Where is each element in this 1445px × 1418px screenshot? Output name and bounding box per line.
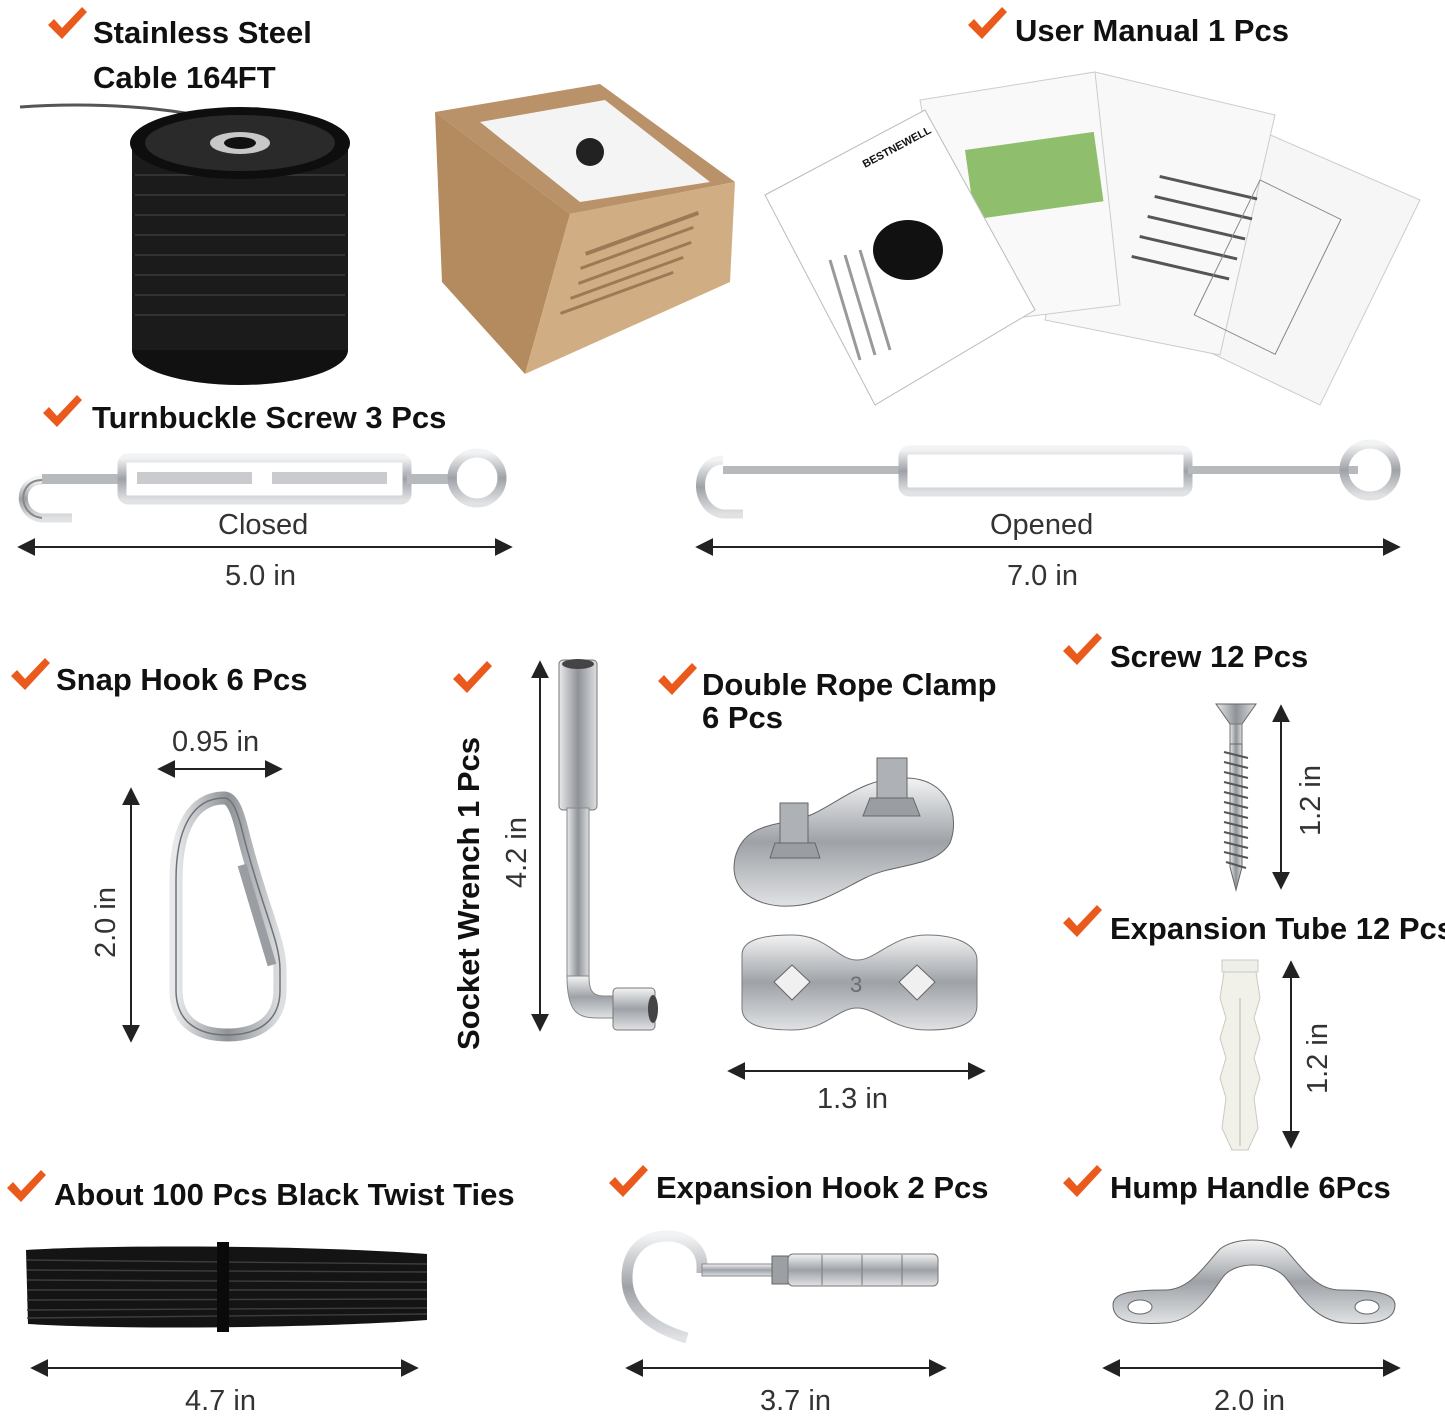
twist-ties-image [26,1242,428,1332]
rope-clamp-bottom-image: 3 [741,934,978,1031]
cable-spool-image [19,103,350,385]
expansion-tube-height: 1.2 in [1302,1023,1334,1094]
check-icon [658,663,697,695]
check-icon [1063,905,1102,937]
rope-clamp-title-line2: 6 Pcs [702,700,784,735]
rope-clamp-width: 1.3 in [817,1083,888,1115]
snap-hook-height-arrow [122,787,140,1043]
screw-title: Screw 12 Pcs [1110,639,1309,674]
closed-dimension-arrow [17,538,513,556]
cable-title-line1: Stainless Steel [93,15,312,50]
expansion-tube-height-arrow [1282,960,1300,1149]
rope-clamp-width-arrow [727,1062,986,1080]
check-icon [43,395,82,427]
turnbuckle-closed-label: Closed [218,509,309,541]
rope-clamp-stamp: 3 [850,972,862,997]
twist-ties-title: About 100 Pcs Black Twist Ties [54,1177,515,1212]
expansion-hook-width: 3.7 in [760,1385,831,1417]
expansion-hook-title: Expansion Hook 2 Pcs [656,1170,989,1205]
check-icon [609,1165,648,1197]
check-icon [7,1170,46,1202]
check-icon [1063,1165,1102,1197]
snap-hook-width: 0.95 in [172,726,260,758]
expansion-tube-title: Expansion Tube 12 Pcs [1110,911,1445,946]
turnbuckle-opened-label: Opened [990,509,1094,541]
manual-pages-image: BESTNEWELL [764,71,1421,406]
closed-size: 5.0 in [225,560,296,592]
rope-clamp-top-image [733,757,954,907]
twist-ties-width-arrow [30,1359,419,1377]
screw-height-arrow [1272,704,1290,890]
snap-hook-image [169,791,287,1042]
check-icon [968,7,1007,39]
screw-height: 1.2 in [1295,765,1327,836]
hump-handle-width: 2.0 in [1214,1385,1285,1417]
socket-wrench-title: Socket Wrench 1 Pcs [451,736,486,1050]
snap-hook-title: Snap Hook 6 Pcs [56,662,308,697]
socket-wrench-height-arrow [531,660,549,1032]
snap-hook-width-arrow [157,760,283,778]
cable-title-line2: Cable 164FT [93,60,276,95]
hump-handle-width-arrow [1102,1359,1401,1377]
expansion-hook-width-arrow [625,1359,947,1377]
expansion-hook-image [621,1230,939,1344]
check-icon [11,658,50,690]
product-box-image [435,84,735,374]
hump-handle-image [1112,1239,1396,1324]
turnbuckle-opened-image [696,439,1401,519]
turnbuckle-title: Turnbuckle Screw 3 Pcs [92,400,447,435]
check-icon [1063,633,1102,665]
turnbuckle-closed-image [18,448,507,523]
rope-clamp-title-line1: Double Rope Clamp [702,667,997,702]
snap-hook-height: 2.0 in [90,887,122,958]
check-icon [453,661,492,693]
twist-ties-width: 4.7 in [185,1385,256,1417]
socket-wrench-height: 4.2 in [501,817,533,888]
socket-wrench-image [558,659,658,1031]
screw-image [1215,703,1257,892]
opened-dimension-arrow [695,538,1401,556]
check-icon [48,7,87,39]
expansion-tube-image [1219,959,1261,1151]
manual-title: User Manual 1 Pcs [1015,13,1289,48]
opened-size: 7.0 in [1007,560,1078,592]
hump-handle-title: Hump Handle 6Pcs [1110,1170,1391,1205]
